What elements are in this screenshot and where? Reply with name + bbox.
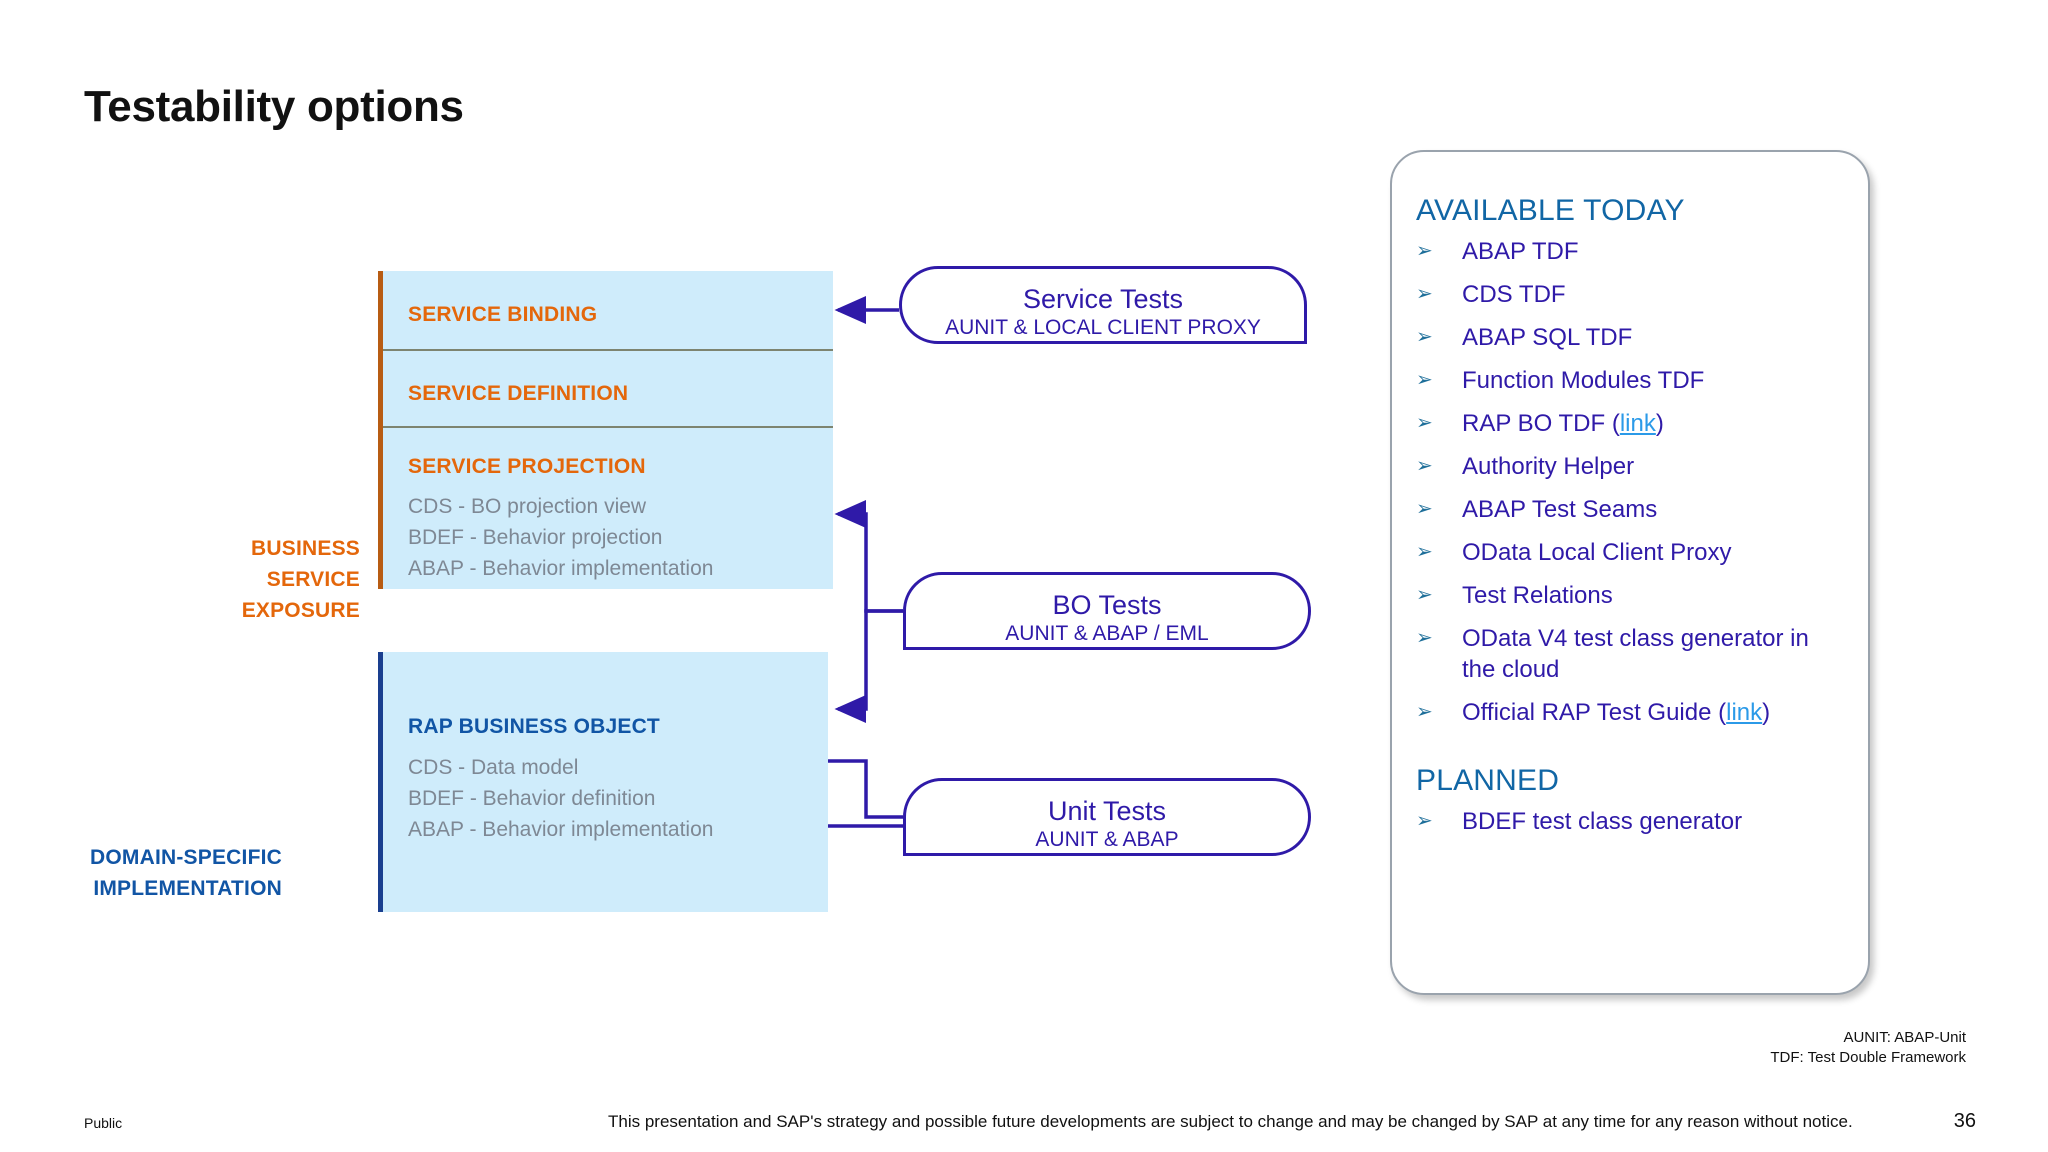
available-item: ➢ ABAP SQL TDF — [1416, 322, 1842, 353]
callout-subtitle-bo-tests: AUNIT & ABAP / EML — [1005, 622, 1209, 645]
available-item-label: Function Modules TDF — [1462, 367, 1705, 394]
available-item: ➢ ABAP TDF — [1416, 236, 1842, 267]
planned-list: ➢ BDEF test class generator — [1416, 806, 1842, 837]
label-line-service: SERVICE — [266, 568, 360, 591]
rap-line-cds-data-model: CDS - Data model — [408, 756, 579, 779]
callout-bo-tests: BO Tests AUNIT & ABAP / EML — [903, 572, 1311, 650]
callout-title-unit-tests: Unit Tests — [1047, 796, 1167, 826]
available-item-label: RAP BO TDF (link) — [1462, 410, 1664, 437]
legend-note: AUNIT: ABAP-Unit TDF: Test Double Framew… — [1770, 1028, 1966, 1068]
available-item: ➢ ABAP Test Seams — [1416, 494, 1842, 525]
available-item-label: OData Local Client Proxy — [1462, 539, 1732, 566]
callout-title-bo-tests: BO Tests — [1052, 590, 1162, 620]
arrow-bullet-icon: ➢ — [1416, 326, 1433, 348]
available-item-label: OData V4 test class generator in the clo… — [1462, 625, 1809, 683]
available-item: ➢ Test Relations — [1416, 580, 1842, 611]
available-today-heading: AVAILABLE TODAY — [1416, 194, 1685, 227]
available-item-label: CDS TDF — [1462, 281, 1566, 308]
planned-item-label: BDEF test class generator — [1462, 808, 1743, 835]
available-item-label: ABAP SQL TDF — [1462, 324, 1633, 351]
stack-band-service-definition: SERVICE DEFINITION — [383, 349, 833, 426]
label-line-implementation: IMPLEMENTATION — [93, 877, 282, 900]
callout-unit-tests: Unit Tests AUNIT & ABAP — [903, 778, 1311, 856]
available-item: ➢ Authority Helper — [1416, 451, 1842, 482]
arrow-bullet-icon: ➢ — [1416, 627, 1433, 649]
stack-band-service-projection: SERVICE PROJECTION CDS - BO projection v… — [383, 426, 833, 589]
available-item: ➢ OData Local Client Proxy — [1416, 537, 1842, 568]
available-item-label: Official RAP Test Guide (link) — [1462, 699, 1771, 726]
available-item: ➢ OData V4 test class generator in the cl… — [1416, 623, 1842, 685]
band-line-cds-projection: CDS - BO projection view — [408, 495, 647, 518]
band-title-rap-business-object: RAP BUSINESS OBJECT — [408, 715, 660, 738]
arrow-bullet-icon: ➢ — [1416, 283, 1433, 305]
footer-page-number: 36 — [1953, 1110, 1976, 1132]
available-item-link[interactable]: link — [1619, 410, 1656, 437]
arrow-bullet-icon: ➢ — [1416, 810, 1433, 832]
callout-service-tests: Service Tests AUNIT & LOCAL CLIENT PROXY — [899, 266, 1307, 344]
available-item: ➢ Official RAP Test Guide (link) — [1416, 697, 1842, 728]
stack-band-service-binding: SERVICE BINDING — [383, 271, 833, 349]
available-today-list: ➢ ABAP TDF ➢ CDS TDF ➢ ABAP SQL TDF ➢ Function … — [1416, 236, 1842, 728]
business-service-exposure-stack: SERVICE BINDING SERVICE DEFINITION SERVI… — [378, 271, 833, 589]
label-line-domain-specific: DOMAIN-SPECIFIC — [90, 846, 282, 869]
label-line-business: BUSINESS — [251, 537, 360, 560]
arrow-bullet-icon: ➢ — [1416, 541, 1433, 563]
arrow-bullet-icon: ➢ — [1416, 498, 1433, 520]
available-item-link[interactable]: link — [1726, 699, 1763, 726]
arrow-bullet-icon: ➢ — [1416, 455, 1433, 477]
label-line-exposure: EXPOSURE — [241, 599, 360, 622]
band-line-abap-projection: ABAP - Behavior implementation — [408, 557, 714, 580]
band-title-service-binding: SERVICE BINDING — [408, 303, 598, 326]
rap-line-bdef-behavior-definition: BDEF - Behavior definition — [408, 787, 656, 810]
footer-classification: Public — [84, 1115, 123, 1131]
rap-business-object-box: RAP BUSINESS OBJECT CDS - Data model BDE… — [378, 652, 828, 912]
label-domain-specific-implementation: DOMAIN-SPECIFIC IMPLEMENTATION — [90, 842, 282, 904]
available-item: ➢ CDS TDF — [1416, 279, 1842, 310]
planned-item: ➢ BDEF test class generator — [1416, 806, 1842, 837]
band-line-bdef-projection: BDEF - Behavior projection — [408, 526, 663, 549]
callout-subtitle-unit-tests: AUNIT & ABAP — [1035, 828, 1179, 851]
available-item-label: ABAP Test Seams — [1462, 496, 1658, 523]
arrow-bullet-icon: ➢ — [1416, 240, 1433, 262]
available-item-label: ABAP TDF — [1462, 238, 1579, 265]
available-item-label: Authority Helper — [1462, 453, 1635, 480]
legend-line-aunit: AUNIT: ABAP-Unit — [1843, 1029, 1966, 1046]
planned-heading: PLANNED — [1416, 764, 1560, 797]
arrow-bullet-icon: ➢ — [1416, 701, 1433, 723]
arrow-bullet-icon: ➢ — [1416, 584, 1433, 606]
callout-title-service-tests: Service Tests — [1022, 284, 1184, 314]
footer-disclaimer: This presentation and SAP's strategy and… — [608, 1112, 1853, 1131]
page-title: Testability options — [84, 82, 464, 131]
testability-features-panel: AVAILABLE TODAY ➢ ABAP TDF ➢ CDS TDF ➢ ABAP S… — [1390, 150, 1870, 995]
callout-subtitle-service-tests: AUNIT & LOCAL CLIENT PROXY — [945, 316, 1261, 339]
rap-line-abap-behavior-implementation: ABAP - Behavior implementation — [408, 818, 714, 841]
legend-line-tdf: TDF: Test Double Framework — [1770, 1049, 1966, 1066]
arrow-bullet-icon: ➢ — [1416, 412, 1433, 434]
available-item-label: Test Relations — [1462, 582, 1613, 609]
band-title-service-definition: SERVICE DEFINITION — [408, 382, 629, 405]
band-title-service-projection: SERVICE PROJECTION — [408, 455, 646, 478]
available-item: ➢ RAP BO TDF (link) — [1416, 408, 1842, 439]
arrow-bullet-icon: ➢ — [1416, 369, 1433, 391]
available-item: ➢ Function Modules TDF — [1416, 365, 1842, 396]
label-business-service-exposure: BUSINESS SERVICE EXPOSURE — [242, 533, 360, 626]
